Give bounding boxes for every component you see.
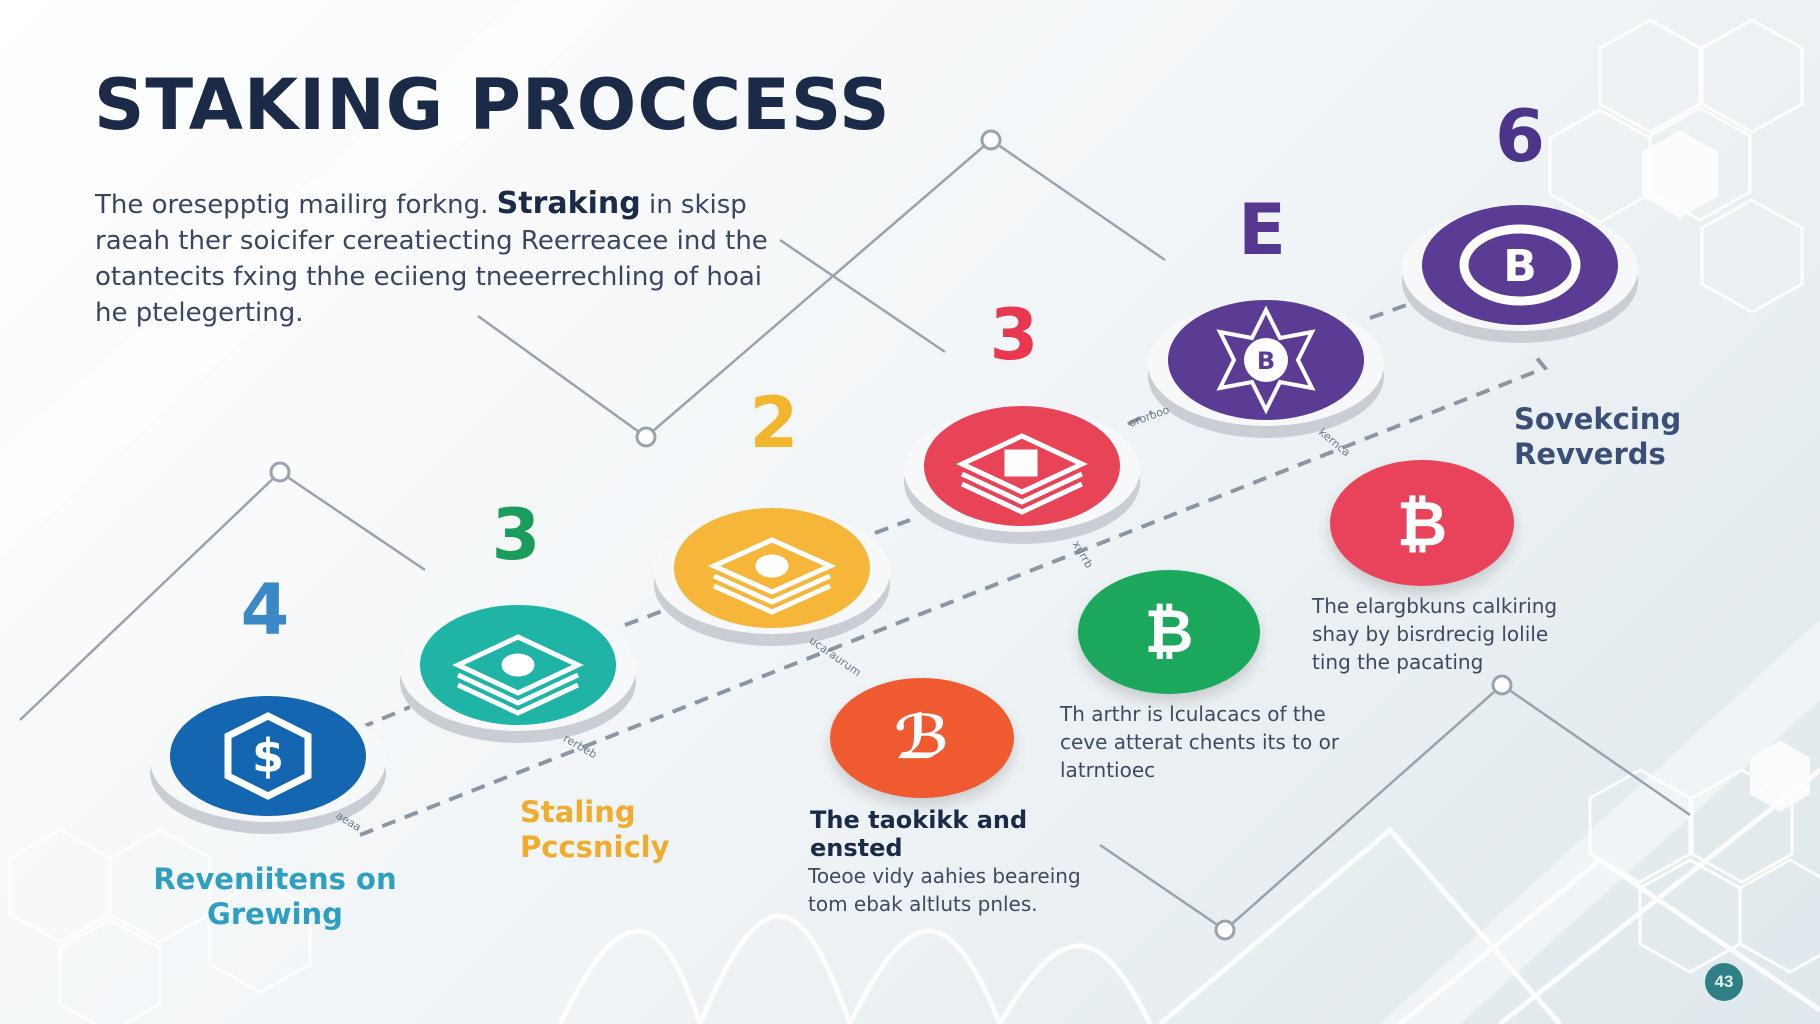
step-number: 4 [240,569,290,651]
desc-text: Th arthr is lculacacs of the ceve attera… [1060,702,1340,782]
step-disc-2 [398,585,638,745]
desc-text: Toeoe vidy aahies beareing tom ebak altl… [808,864,1081,916]
cash-stack-icon [707,537,837,615]
intro-text-start: The oresepptig mailirg forkng. [95,190,489,220]
star-badge-icon: B [1216,305,1316,415]
step-disc-6: B [1400,185,1640,345]
step-number: 3 [491,494,541,576]
svg-text:B: B [1503,241,1537,292]
floating-coin: ₿ [1330,460,1514,586]
step-label: Staling Pccsnicly [520,795,670,864]
bitcoin-icon: ₿ [1144,597,1194,667]
intro-text-end: in skisp raeah ther soicifer cereatiecti… [95,190,768,328]
page-title: STAKING PROCCESS [94,64,891,146]
intro-bold-word: Straking [496,186,641,221]
step-disc-1: $ [148,676,388,836]
step-disc-3 [652,488,892,648]
floating-coin: ℬ [830,678,1014,798]
step-number: 2 [749,382,799,464]
b-ring-icon: B [1459,224,1581,306]
intro-paragraph: The oresepptig mailirg forkng. Straking … [95,186,795,331]
step-disc-5: B [1146,280,1386,440]
page-number-badge: 43 [1705,963,1743,1001]
step-disc-4 [902,386,1142,546]
desc-title: The taokikk and ensted [810,806,1028,862]
cash-stack-icon [956,433,1088,515]
dollar-hex-icon: $ [224,712,312,800]
step-number: E [1238,189,1286,271]
cash-stack-icon [452,634,584,716]
desc-text: The elargbkuns calkiring shay by bisrdre… [1312,594,1558,674]
step-number: 6 [1494,94,1546,178]
svg-text:$: $ [252,729,284,783]
bitcoin-icon: ₿ [1396,486,1448,560]
step-label: Sovekcing Revverds [1514,402,1682,471]
step-number: 3 [989,294,1039,376]
floating-coin: ₿ [1078,570,1260,694]
svg-text:B: B [1257,347,1275,375]
step-label: Reveniitens on Grewing [153,862,397,931]
b-coin-icon: ℬ [894,703,950,773]
